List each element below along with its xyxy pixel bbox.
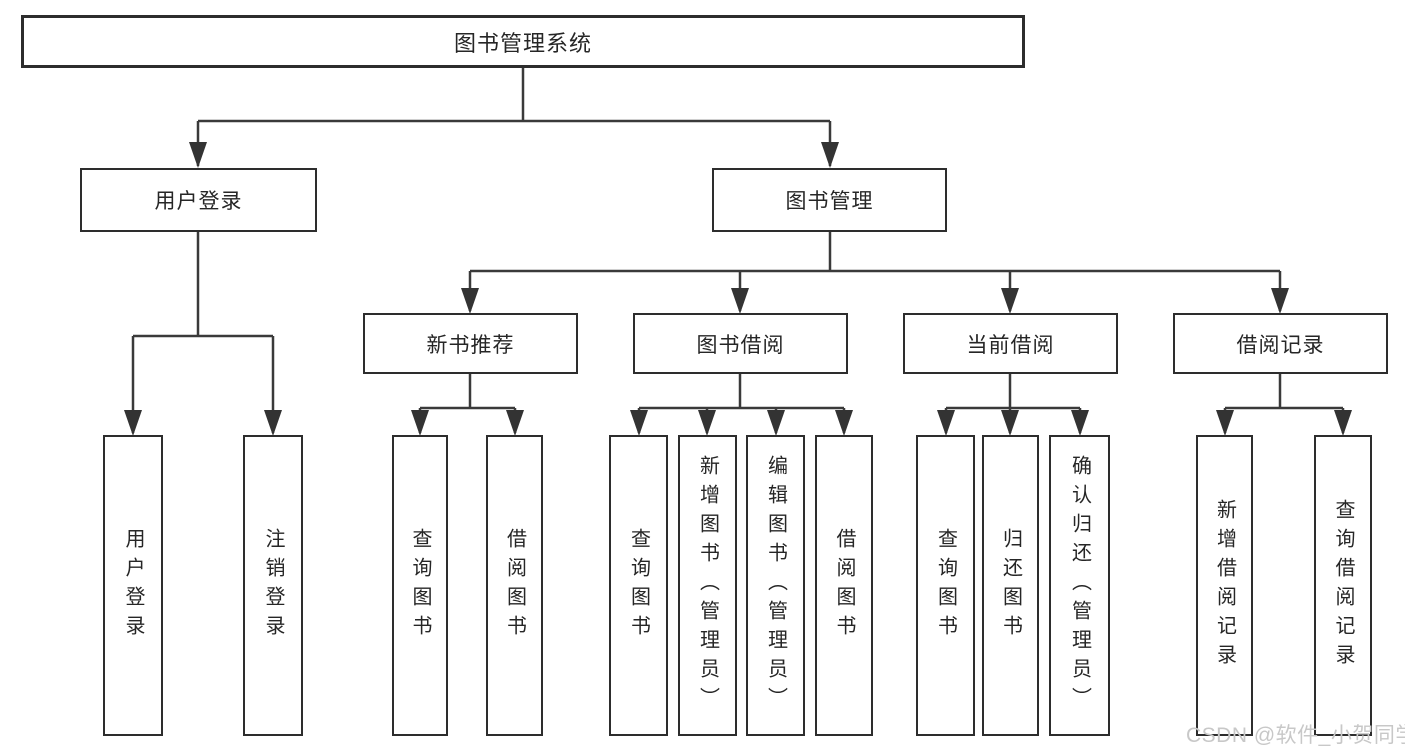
connector-bookborrow-to-leaves — [637, 374, 846, 433]
leaf-borrow-books: 借阅图书 — [486, 435, 543, 736]
node-label: 图书管理系统 — [453, 30, 592, 56]
node-label: 确认归还（管理员） — [1068, 455, 1091, 716]
node-label: 查询图书 — [409, 527, 431, 644]
connector-borrowrecord-to-leaves — [1223, 374, 1345, 433]
node-label: 借阅图书 — [833, 527, 855, 644]
leaf-user-login: 用户登录 — [103, 435, 163, 736]
connector-userlogin-to-leaves — [131, 232, 275, 433]
node-label: 查询图书 — [934, 527, 957, 644]
node-label: 归还图书 — [999, 527, 1022, 644]
node-label: 借阅记录 — [1236, 333, 1325, 357]
node-label: 图书借阅 — [696, 333, 785, 357]
leaf-query-books: 查询图书 — [609, 435, 668, 736]
connector-root-to-level2 — [196, 68, 832, 166]
node-new-book-recommend: 新书推荐 — [363, 313, 578, 374]
node-label: 查询借阅记录 — [1332, 498, 1354, 673]
connector-bookmgmt-to-level3 — [468, 232, 1282, 311]
node-label: 注销登录 — [262, 527, 284, 644]
node-library-management-system: 图书管理系统 — [21, 15, 1025, 68]
node-label: 借阅图书 — [503, 527, 526, 644]
leaf-confirm-return-admin: 确认归还（管理员） — [1049, 435, 1110, 736]
node-label: 图书管理 — [785, 190, 874, 213]
connector-newbook-to-leaves — [418, 374, 517, 433]
leaf-return-books: 归还图书 — [982, 435, 1039, 736]
node-label: 用户登录 — [122, 527, 144, 644]
leaf-add-book-admin: 新增图书（管理员） — [678, 435, 737, 736]
leaf-query-borrow-record: 查询借阅记录 — [1314, 435, 1372, 736]
node-label: 新增借阅记录 — [1213, 498, 1236, 673]
arrowheads — [124, 142, 1352, 436]
leaf-add-borrow-record: 新增借阅记录 — [1196, 435, 1253, 736]
node-label: 编辑图书（管理员） — [764, 455, 787, 716]
node-label: 当前借阅 — [966, 333, 1055, 357]
leaf-edit-book-admin: 编辑图书（管理员） — [746, 435, 805, 736]
csdn-watermark: CSDN @软件_小贺同学 — [1186, 724, 1405, 747]
leaf-query-books: 查询图书 — [392, 435, 448, 736]
node-borrow-record: 借阅记录 — [1173, 313, 1388, 374]
node-user-login: 用户登录 — [80, 168, 317, 232]
node-book-borrow: 图书借阅 — [633, 313, 848, 374]
node-label: 用户登录 — [154, 190, 243, 213]
node-label: 新增图书（管理员） — [696, 455, 719, 716]
leaf-borrow-books: 借阅图书 — [815, 435, 873, 736]
node-label: 新书推荐 — [426, 333, 515, 357]
node-label: 查询图书 — [627, 527, 650, 644]
leaf-logout: 注销登录 — [243, 435, 303, 736]
leaf-query-books: 查询图书 — [916, 435, 975, 736]
node-book-management: 图书管理 — [712, 168, 947, 232]
node-current-borrow: 当前借阅 — [903, 313, 1118, 374]
